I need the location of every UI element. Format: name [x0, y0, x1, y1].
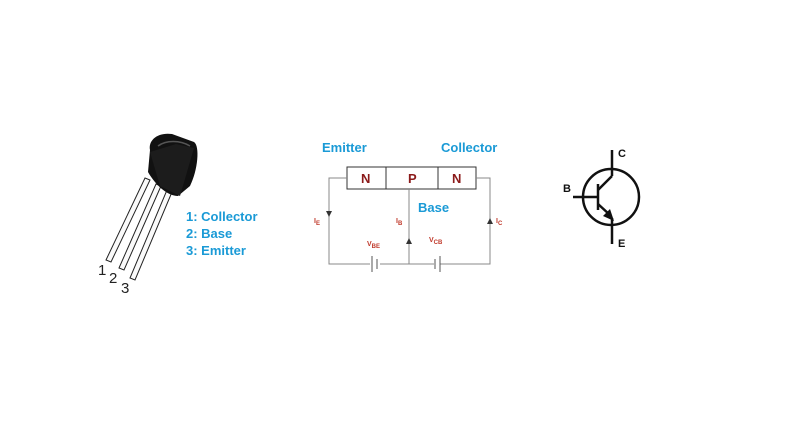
body-flat-face [150, 144, 194, 196]
pin-legend-collector: 1: Collector [186, 209, 258, 224]
current-ic-label: IC [496, 218, 503, 227]
collector-label: Collector [441, 140, 498, 155]
transistor-body [148, 133, 198, 196]
battery-vbe [371, 256, 378, 272]
emitter-arrow-icon [603, 209, 614, 221]
symbol-emitter-label: E [618, 238, 626, 250]
ic-arrow-icon [487, 218, 493, 224]
ib-arrow-icon [406, 238, 412, 244]
lead-1 [105, 177, 151, 263]
body-highlight [157, 140, 191, 147]
ie-arrow-icon [326, 211, 332, 217]
pin-number-3: 3 [121, 280, 130, 297]
pin-number-2: 2 [109, 270, 118, 287]
region-p-base-label: P [408, 171, 417, 186]
pin-number-1: 1 [98, 262, 107, 279]
voltage-vbe-label: VBE [367, 241, 381, 250]
pin-legend-emitter: 3: Emitter [186, 243, 246, 258]
symbol-collector-diagonal [597, 175, 613, 191]
symbol-base-label: B [563, 183, 571, 195]
region-n-collector-label: N [452, 171, 462, 186]
base-label: Base [418, 200, 450, 215]
current-ie-label: IE [314, 218, 320, 227]
pin-legend-base: 2: Base [186, 226, 233, 241]
symbol-collector-label: C [618, 148, 626, 160]
voltage-vcb-label: VCB [429, 237, 443, 246]
region-n-emitter-label: N [361, 171, 371, 186]
battery-vcb [434, 256, 441, 272]
pin-legend: 1: Collector 2: Base 3: Emitter [186, 208, 258, 259]
emitter-wire [328, 177, 370, 265]
emitter-label: Emitter [322, 140, 367, 155]
current-ib-label: IB [396, 218, 403, 227]
